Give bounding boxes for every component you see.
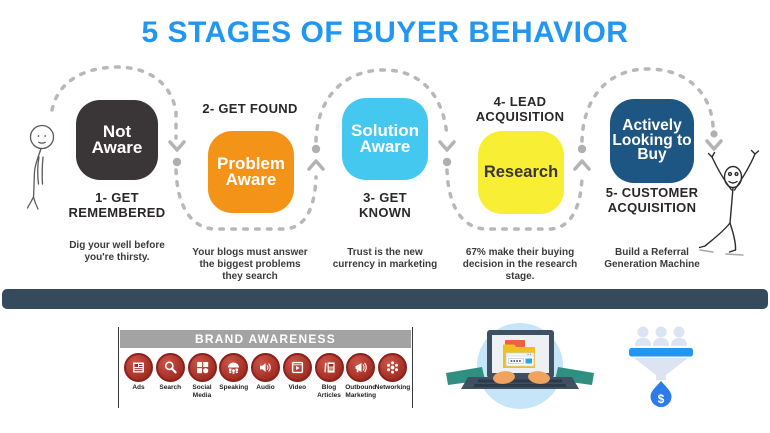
brand-item-label: Search [159,384,182,391]
networking-icon [378,353,407,382]
chevron-up-icon [307,159,325,171]
brand-item-label: Networking [374,384,411,391]
dollar-sign-icon: $ [658,392,665,406]
speaking-icon [219,353,249,382]
search-icon [155,353,185,382]
brand-item-label: Video [288,384,307,391]
funnel-illustration-icon: $ [629,326,693,407]
brand-item-ads: Ads [123,353,154,400]
stage-5-heading: 5- CUSTOMER ACQUISITION [605,185,699,216]
brand-item-label: Ads [132,384,145,391]
audio-icon [251,353,280,382]
brand-awareness-icons-row: Ads Search Social Media Speaking [119,348,412,400]
brand-item-video: Video [282,353,313,400]
brand-awareness-panel: BRAND AWARENESS Ads Search Social Media [118,327,413,408]
brand-item-search: Search [155,353,186,400]
brand-item-label: Blog Articles [317,384,341,399]
social-media-icon [187,353,217,382]
divider-bar [2,289,768,309]
brand-item-blog-articles: Blog Articles [314,353,345,400]
brand-item-label: Audio [256,384,275,391]
stage-5-description: Build a Referral Generation Machine [604,247,700,270]
ads-icon [124,353,153,382]
outbound-marketing-icon [346,353,376,382]
blog-articles-icon [314,353,344,382]
brand-item-label: Outbound Marketing [345,384,377,399]
brand-awareness-title: BRAND AWARENESS [120,330,411,348]
stage-3-box-label: Solution Aware [351,120,419,156]
stage-1-heading: 1- GET REMEMBERED [68,190,166,221]
chevron-down-icon [438,140,456,152]
brand-item-label: Social Media [192,384,212,399]
stage-1-box: Not Aware [76,100,158,180]
brand-item-networking: Networking [374,353,411,400]
chevron-down-icon [705,139,723,151]
stage-3-heading: 3- GET KNOWN [358,190,412,221]
stage-4-box: Research [478,131,564,214]
brand-item-label: Speaking [219,384,249,391]
stage-4-heading: 4- LEAD ACQUISITION [475,94,565,125]
stage-2-heading: 2- GET FOUND [202,101,298,116]
audience-people-icon [635,326,687,346]
sad-stick-figure-icon [26,124,55,210]
video-icon [282,353,312,382]
brand-item-speaking: Speaking [218,353,249,400]
brand-item-audio: Audio [250,353,281,400]
stage-3-description: Trust is the new currency in marketing [332,247,438,270]
stage-3-box: Solution Aware [342,98,428,180]
brand-item-outbound-marketing: Outbound Marketing [345,353,376,400]
stage-5-box: Actively Looking to Buy [610,99,694,183]
stage-1-description: Dig your well before you're thirsty. [69,240,165,263]
stage-2-box-label: Problem Aware [216,153,286,189]
stage-2-description: Your blogs must answer the biggest probl… [192,247,308,282]
stage-5-box-label: Actively Looking to Buy [612,116,692,164]
stage-1-box-label: Not Aware [91,121,143,157]
brand-item-social-media: Social Media [187,353,218,400]
page-title: 5 STAGES OF BUYER BEHAVIOR [141,16,629,49]
laptop-illustration-icon [446,323,594,409]
stage-4-description: 67% make their buying decision in the re… [462,247,578,282]
stage-4-box-label: Research [483,162,559,181]
chevron-down-icon [168,140,186,152]
chevron-up-icon [573,159,591,171]
stage-2-box: Problem Aware [208,131,294,213]
